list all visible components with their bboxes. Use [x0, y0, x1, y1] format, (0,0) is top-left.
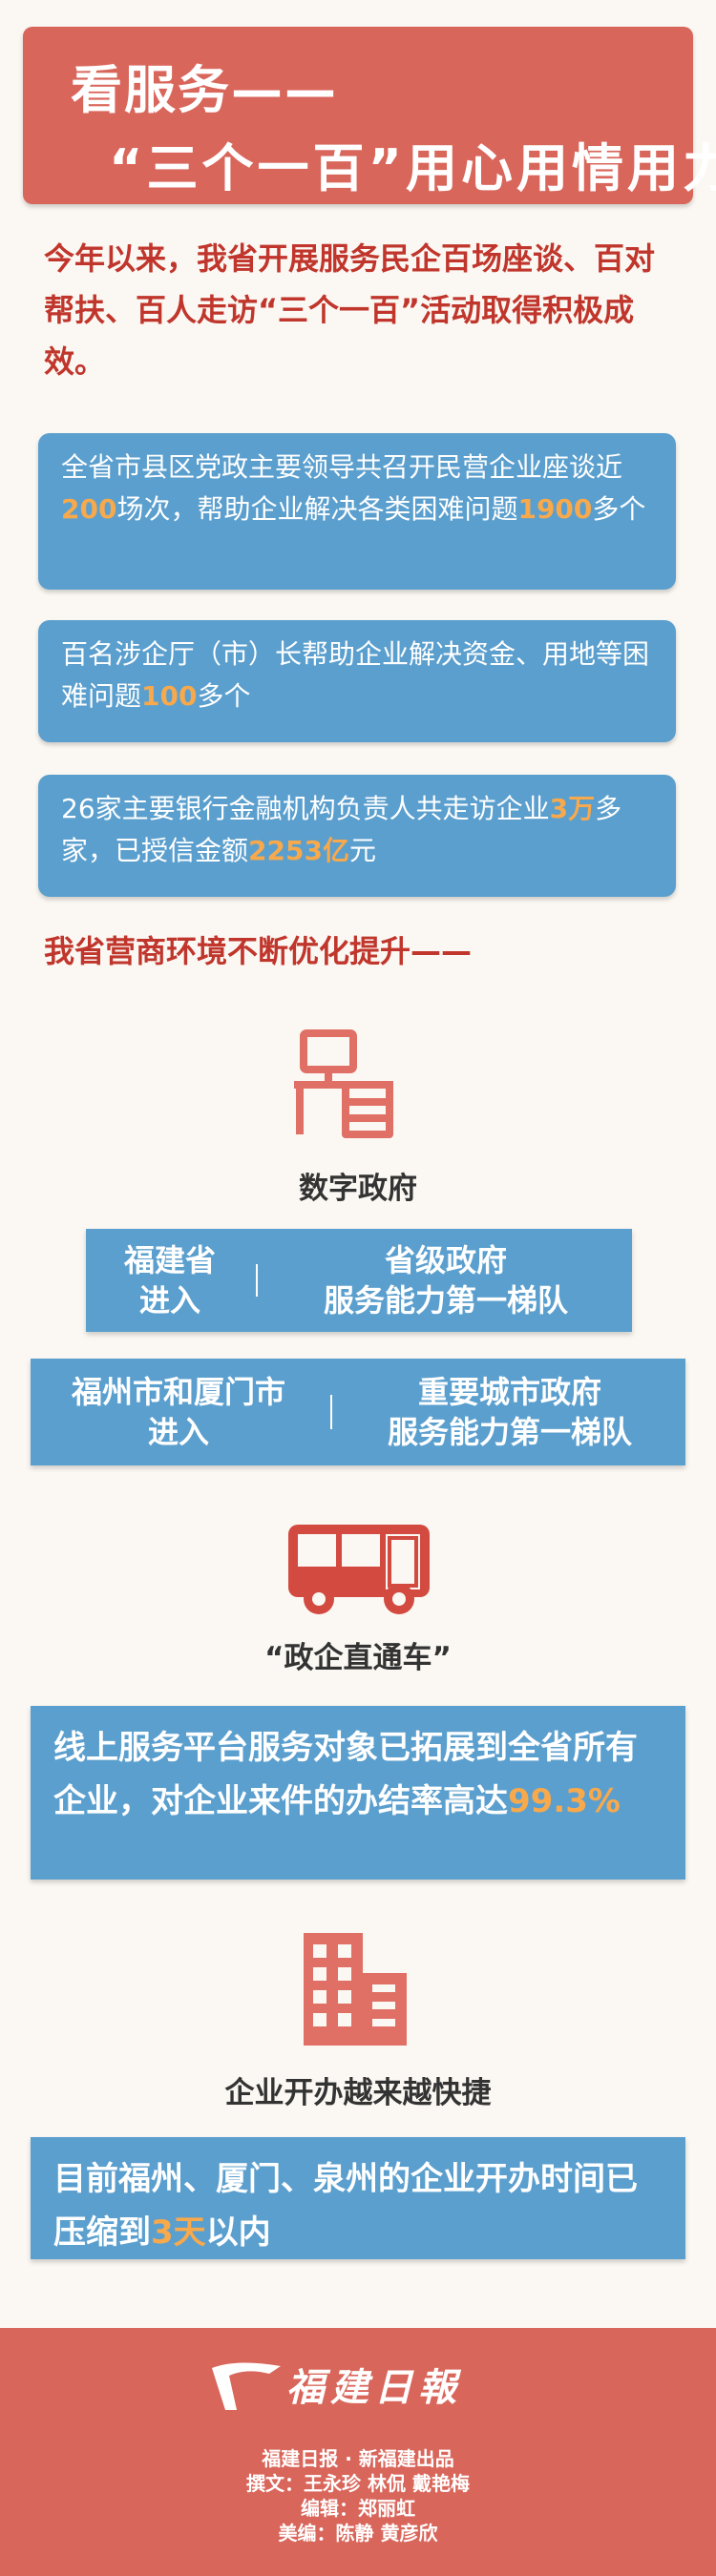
ribbon-left: 福建省 进入 — [86, 1229, 254, 1332]
credit-line: 美编：陈静 黄彦欣 — [278, 2522, 438, 2545]
startup-value: 3天 — [151, 2213, 206, 2252]
footer-credits: 福建日报 · 新福建出品 撰文：王永珍 林侃 戴艳梅 编辑：郑丽虹 美编：陈静 … — [0, 2446, 716, 2545]
ribbon-text: 重要城市政府 — [417, 1374, 601, 1410]
stat-text: 多个 — [197, 680, 251, 712]
stat-text: 26家主要银行金融机构负责人共走访企业 — [61, 793, 550, 824]
header-title-line1: 看服务—— — [71, 60, 338, 120]
intro-text: 今年以来，我省开展服务民企百场座谈、百对帮扶、百人走访“三个一百”活动取得积极成… — [44, 240, 656, 380]
credit-line: 编辑：郑丽虹 — [301, 2497, 415, 2520]
ribbon-text: 福建省 — [123, 1242, 216, 1278]
stat-text: 多家，已授信金额 — [61, 793, 622, 866]
stat-number: 3万 — [549, 793, 596, 824]
newspaper-logo-text: 福建日報 — [286, 2366, 462, 2410]
bus-text: 线上服务平台服务对象已拓展到全省所有企业，对企业来件的办结率高达 — [53, 1729, 638, 1820]
stat-number: 2253亿 — [248, 835, 349, 866]
ribbon-divider — [330, 1395, 332, 1429]
ribbon-text: 福州市和厦门市 — [71, 1374, 285, 1410]
ribbon-text: 服务能力第一梯队 — [387, 1414, 632, 1450]
header-title-line2: “三个一百”用心用情用力 — [109, 138, 716, 198]
ribbon-text: 服务能力第一梯队 — [323, 1282, 568, 1319]
digital-gov-caption: 数字政府 — [299, 1172, 417, 1206]
desk-icon — [294, 1029, 393, 1138]
startup-text: 目前福州、厦门、泉州的企业开办时间已压缩到 — [53, 2160, 638, 2252]
bus-caption: “政企直通车” — [264, 1641, 452, 1675]
stat-text: 全省市县区党政主要领导共召开民营企业座谈近 — [61, 451, 623, 483]
stat-box-2: 百名涉企厅（市）长帮助企业解决资金、用地等困难问题100多个 — [38, 620, 676, 742]
footer: 福建日報 福建日报 · 新福建出品 撰文：王永珍 林侃 戴艳梅 编辑：郑丽虹 美… — [0, 2328, 716, 2576]
stat-number: 1900 — [517, 493, 593, 525]
bus-info-box: 线上服务平台服务对象已拓展到全省所有企业，对企业来件的办结率高达99.3% — [31, 1706, 685, 1880]
ribbon-text: 进入 — [138, 1282, 200, 1319]
stat-number: 100 — [141, 680, 198, 712]
section2-title: 我省营商环境不断优化提升—— — [44, 933, 473, 969]
ribbon-right: 重要城市政府 服务能力第一梯队 — [334, 1359, 685, 1465]
credit-line: 撰文：王永珍 林侃 戴艳梅 — [246, 2472, 470, 2495]
stat-text: 场次，帮助企业解决各类困难问题 — [116, 493, 518, 525]
digital-gov-row-2: 福州市和厦门市 进入 重要城市政府 服务能力第一梯队 — [31, 1359, 685, 1465]
header-banner: 看服务—— “三个一百”用心用情用力 — [23, 27, 716, 204]
ribbon-text: 进入 — [147, 1414, 209, 1450]
ribbon-right: 省级政府 服务能力第一梯队 — [260, 1229, 632, 1332]
startup-text: 以内 — [205, 2213, 271, 2252]
credit-line: 福建日报 · 新福建出品 — [262, 2447, 454, 2470]
stat-text: 百名涉企厅（市）长帮助企业解决资金、用地等困难问题 — [61, 638, 650, 712]
newspaper-logo-icon — [212, 2362, 281, 2410]
digital-gov-row-1: 福建省 进入 省级政府 服务能力第一梯队 — [86, 1229, 632, 1332]
stat-box-3: 26家主要银行金融机构负责人共走访企业3万多家，已授信金额2253亿元 — [38, 775, 676, 897]
ribbon-left: 福州市和厦门市 进入 — [31, 1359, 326, 1465]
startup-info-box: 目前福州、厦门、泉州的企业开办时间已压缩到3天以内 — [31, 2137, 685, 2259]
ribbon-divider — [256, 1263, 258, 1298]
stat-number: 200 — [61, 493, 117, 525]
startup-caption: 企业开办越来越快捷 — [224, 2076, 492, 2110]
stat-box-1: 全省市县区党政主要领导共召开民营企业座谈近 200场次，帮助企业解决各类困难问题1… — [38, 433, 676, 590]
stat-text: 元 — [348, 835, 376, 866]
stat-text: 多个 — [592, 493, 646, 525]
building-icon — [304, 1933, 407, 2046]
bus-icon — [288, 1525, 430, 1614]
bus-value: 99.3% — [508, 1782, 621, 1820]
ribbon-text: 省级政府 — [384, 1242, 507, 1278]
